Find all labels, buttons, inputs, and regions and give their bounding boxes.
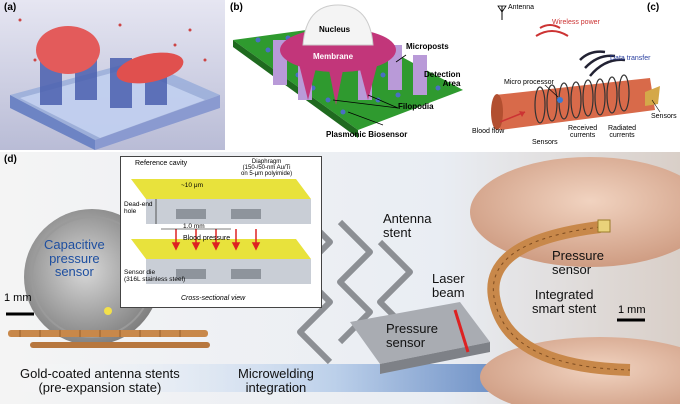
panel-c-letter: (c) bbox=[647, 2, 660, 13]
label-capacitive-sensor: Capacitive pressure sensor bbox=[44, 237, 105, 280]
label-antenna-stent: Antenna stent bbox=[383, 211, 432, 240]
red-blood-cell-1 bbox=[36, 26, 100, 74]
label-integrated-smart-stent: Integrated smart stent bbox=[532, 287, 597, 316]
biosensor-illustration bbox=[233, 4, 463, 138]
label-sensors-bottom: Sensors bbox=[532, 139, 558, 146]
label-membrane: Membrane bbox=[313, 52, 354, 61]
label-plasmonic-biosensor: Plasmonic Biosensor bbox=[326, 130, 408, 139]
panel-d: (d) Reference cavity Diaphragm (150-/50-… bbox=[0, 152, 680, 404]
microfluidic-channel-illustration bbox=[0, 0, 225, 150]
label-sensor-die: Sensor die (316L stainless steel) bbox=[124, 269, 186, 283]
label-scale-left: 1 mm bbox=[4, 292, 32, 304]
label-detection-area: Detection Area bbox=[424, 70, 461, 88]
label-radiated-currents: Radiated currents bbox=[608, 125, 637, 139]
vessel-sensor-illustration bbox=[491, 5, 661, 130]
label-micro-processor: Micro processor bbox=[504, 79, 554, 86]
cross-section-inset: Reference cavity Diaphragm (150-/50-nm A… bbox=[120, 156, 322, 308]
panel-a-letter: (a) bbox=[4, 2, 17, 13]
label-nucleus: Nucleus bbox=[319, 25, 351, 34]
antenna-stents-left bbox=[8, 330, 210, 348]
sensor-dot bbox=[104, 307, 112, 315]
panel-a: (a) bbox=[0, 0, 225, 150]
label-diaphragm: Diaphragm (150-/50-nm Au/Ti on 5-μm poly… bbox=[241, 159, 293, 177]
label-length: 1.0 mm bbox=[183, 223, 205, 230]
label-blood-pressure: Blood pressure bbox=[183, 235, 231, 242]
label-scale-right: 1 mm bbox=[618, 304, 646, 316]
label-antenna-c: Antenna bbox=[508, 4, 535, 11]
cross-section-drawing bbox=[131, 179, 311, 284]
red-blood-cell-2 bbox=[116, 52, 184, 84]
label-reference-cavity: Reference cavity bbox=[135, 160, 188, 167]
pressure-sensor-plate bbox=[350, 302, 490, 364]
finger-top bbox=[470, 157, 680, 267]
panel-b: (b) Nucleus Membrane Microposts Detectio… bbox=[228, 0, 466, 150]
smart-stent-illustration bbox=[0, 152, 680, 404]
laser-beam-line bbox=[453, 309, 470, 353]
label-received-currents: Received currents bbox=[568, 125, 598, 139]
label-caption-mid: Microwelding integration bbox=[238, 366, 314, 395]
label-caption-left: Gold-coated antenna stents (pre-expansio… bbox=[20, 366, 180, 395]
panel-d-letter: (d) bbox=[4, 154, 17, 165]
label-thickness: ~10 μm bbox=[181, 182, 203, 189]
panel-b-letter: (b) bbox=[230, 2, 243, 13]
label-filopodia: Filopodia bbox=[398, 102, 434, 111]
label-data-transfer: Data transfer bbox=[610, 55, 651, 62]
label-blood-flow: Blood flow bbox=[472, 128, 505, 135]
label-pressure-sensor-right: Pressure sensor bbox=[552, 248, 605, 277]
label-laser-beam: Laser beam bbox=[432, 271, 465, 300]
label-dead-end-hole: Dead-end hole bbox=[124, 201, 153, 215]
panel-c: (c) Antenna Wireless power Data transfer… bbox=[470, 0, 680, 150]
label-wireless-power: Wireless power bbox=[552, 19, 600, 26]
label-pressure-sensor-mid: Pressure sensor bbox=[386, 321, 439, 350]
label-cross-sectional-view: Cross-sectional view bbox=[181, 295, 246, 302]
label-sensors-right: Sensors bbox=[651, 113, 677, 120]
label-microposts: Microposts bbox=[406, 42, 449, 51]
blood-vessel bbox=[495, 78, 655, 130]
